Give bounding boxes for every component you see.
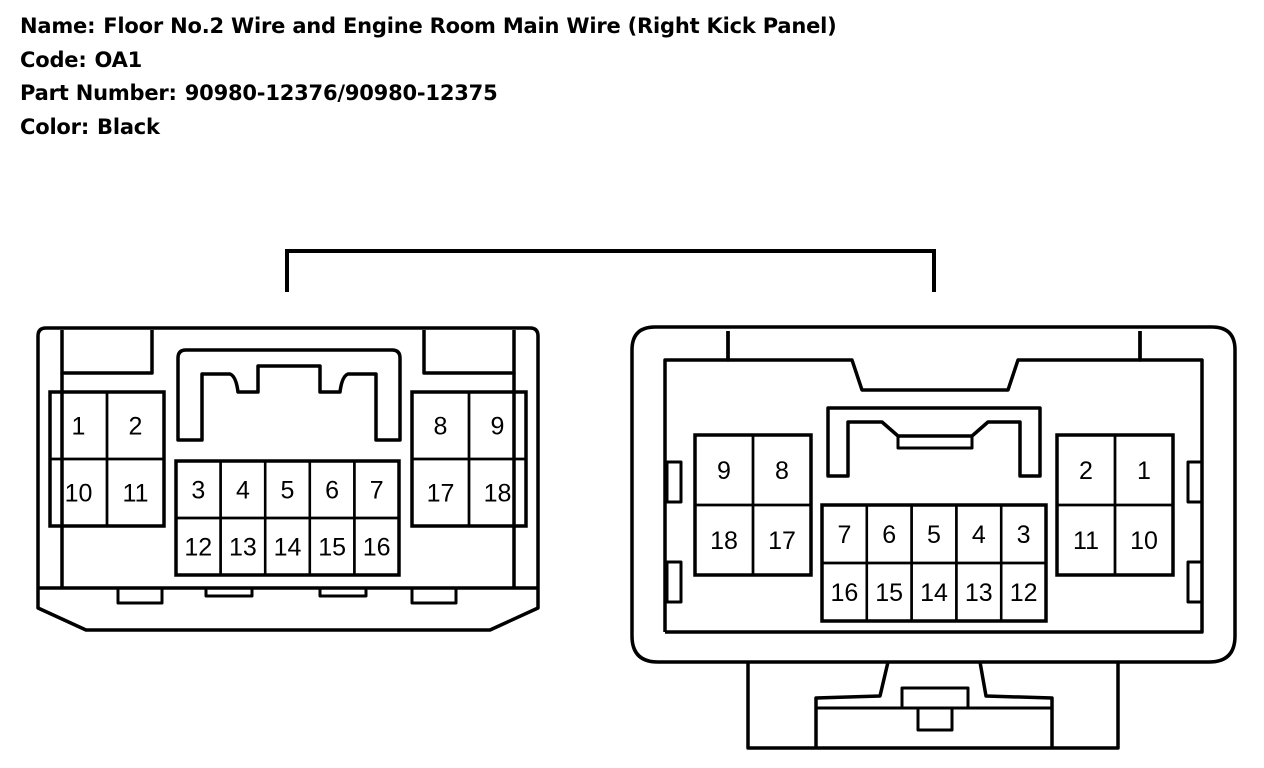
left-pin-label-1: 1 — [72, 413, 86, 441]
left-pin-label-18: 18 — [484, 480, 512, 508]
right-pin-label-7: 7 — [837, 521, 851, 549]
code-label: Code: — [20, 47, 87, 72]
left-pin-label-13: 13 — [229, 534, 257, 562]
right-pin-label-2: 2 — [1079, 457, 1093, 485]
right-center-key — [726, 331, 1142, 392]
right-cavity-17 — [751, 503, 813, 577]
right-pin-label-6: 6 — [882, 521, 896, 549]
left-inner-top-edge — [60, 330, 154, 375]
right-cavity-10 — [1113, 503, 1175, 577]
left-pin-label-14: 14 — [274, 534, 302, 562]
name-line: Name: Floor No.2 Wire and Engine Room Mai… — [20, 10, 837, 44]
left-pin-label-10: 10 — [65, 480, 93, 508]
right-side-tabs — [665, 460, 1204, 604]
part-number-line: Part Number: 90980-12376/90980-12375 — [20, 77, 837, 111]
right-bottom-housing — [746, 662, 1120, 750]
code-line: Code: OA1 — [20, 44, 837, 78]
left-pin-label-15: 15 — [318, 534, 346, 562]
right-pin-label-9: 9 — [717, 457, 731, 485]
color-label: Color: — [20, 114, 90, 139]
left-pin-label-7: 7 — [370, 477, 384, 505]
right-pin-label-14: 14 — [920, 579, 948, 607]
left-pin-label-16: 16 — [363, 534, 391, 562]
left-pin-label-12: 12 — [184, 534, 212, 562]
right-pin-label-5: 5 — [927, 521, 941, 549]
left-bottom-tabs — [116, 586, 458, 605]
left-pin-label-6: 6 — [325, 477, 339, 505]
right-pin-label-17: 17 — [768, 527, 796, 555]
left-cavity-11 — [105, 457, 166, 528]
right-pin-block: 7 6 5 4 3 16 15 14 13 12 — [820, 503, 1048, 623]
color-line: Color: Black — [20, 111, 837, 145]
right-pin-label-10: 10 — [1130, 527, 1158, 555]
left-pin-label-8: 8 — [434, 413, 448, 441]
left-pin-label-11: 11 — [123, 480, 149, 508]
connector-info: Name: Floor No.2 Wire and Engine Room Mai… — [20, 10, 837, 144]
left-inner-top-edge-right — [422, 330, 516, 375]
left-pin-block: 1 2 10 11 — [48, 390, 166, 528]
right-pin-label-3: 3 — [1017, 521, 1031, 549]
right-connector-outline — [630, 325, 1237, 664]
right-pin-label-8: 8 — [775, 457, 789, 485]
part-number-value: 90980-12376/90980-12375 — [184, 81, 498, 105]
left-connector — [36, 326, 540, 632]
right-lock-latch — [826, 406, 1042, 478]
color-value: Black — [97, 114, 160, 139]
left-pin-label-3: 3 — [191, 477, 205, 505]
right-pin-label-13: 13 — [965, 579, 993, 607]
right-pin-block: 9 8 18 17 — [693, 433, 813, 577]
right-pin-label-15: 15 — [875, 579, 903, 607]
left-pin-label-5: 5 — [281, 477, 295, 505]
right-connector — [630, 325, 1237, 750]
right-pin-label-12: 12 — [1010, 579, 1038, 607]
left-pin-label-17: 17 — [427, 480, 455, 508]
code-value: OA1 — [94, 47, 143, 72]
right-pin-label-18: 18 — [710, 527, 738, 555]
right-cavity-12 — [999, 561, 1048, 623]
pairing-bracket — [285, 249, 936, 292]
left-pin-block: 3 4 5 6 7 12 13 14 15 16 — [174, 459, 401, 577]
name-label: Name: — [20, 14, 96, 38]
left-cavity-16 — [353, 516, 401, 577]
left-cavity-18 — [467, 457, 528, 528]
left-pin-label-4: 4 — [236, 477, 250, 505]
left-pin-block: 8 9 17 18 — [410, 390, 528, 528]
part-number-label: Part Number: — [20, 81, 177, 105]
right-pin-label-16: 16 — [830, 579, 858, 607]
right-pin-label-4: 4 — [972, 521, 986, 549]
left-pin-label-9: 9 — [491, 413, 505, 441]
right-bottom-center-latch — [814, 661, 1054, 748]
left-lock-latch — [176, 348, 402, 442]
right-pin-label-11: 11 — [1073, 527, 1099, 555]
right-latch-tab — [896, 434, 974, 450]
left-pin-label-2: 2 — [129, 413, 143, 441]
left-connector-outline — [36, 326, 540, 632]
name-value: Floor No.2 Wire and Engine Room Main Wir… — [103, 14, 837, 38]
right-pin-label-1: 1 — [1137, 457, 1151, 485]
